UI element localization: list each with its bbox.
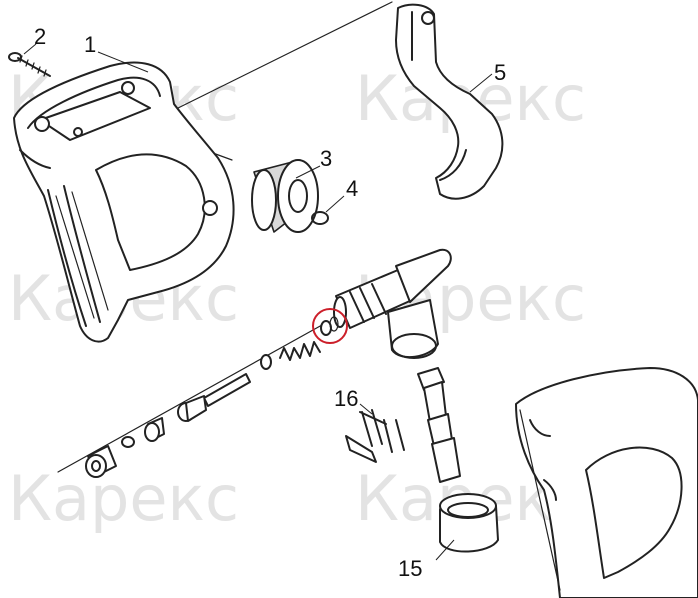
adapter-ring: [439, 493, 499, 553]
nut: [85, 445, 117, 478]
callout-labels: 1 2 3 4 5 15 16: [34, 24, 506, 581]
screw: [8, 52, 51, 77]
trigger: [395, 3, 504, 200]
callout-3: 3: [320, 146, 332, 171]
watermark-5: Карекс: [8, 462, 239, 535]
callout-5: 5: [494, 60, 506, 85]
callout-2: 2: [34, 24, 46, 49]
callout-4: 4: [346, 176, 358, 201]
nozzle-insert: [417, 367, 461, 483]
valve-stem: [177, 373, 251, 422]
callout-15: 15: [398, 556, 422, 581]
highlight-ring: [312, 308, 348, 344]
gun-handle-shell: [13, 61, 235, 343]
callout-1: 1: [84, 32, 96, 57]
callout-16: 16: [334, 386, 358, 411]
lock-wheel: [251, 159, 319, 233]
leader-lines: [23, 43, 493, 561]
gun-housing-right: [515, 367, 698, 598]
washer: [260, 354, 272, 370]
spring: [279, 341, 321, 361]
o-ring: [311, 211, 329, 225]
sleeve: [121, 417, 165, 448]
clip-pins: [345, 409, 405, 463]
